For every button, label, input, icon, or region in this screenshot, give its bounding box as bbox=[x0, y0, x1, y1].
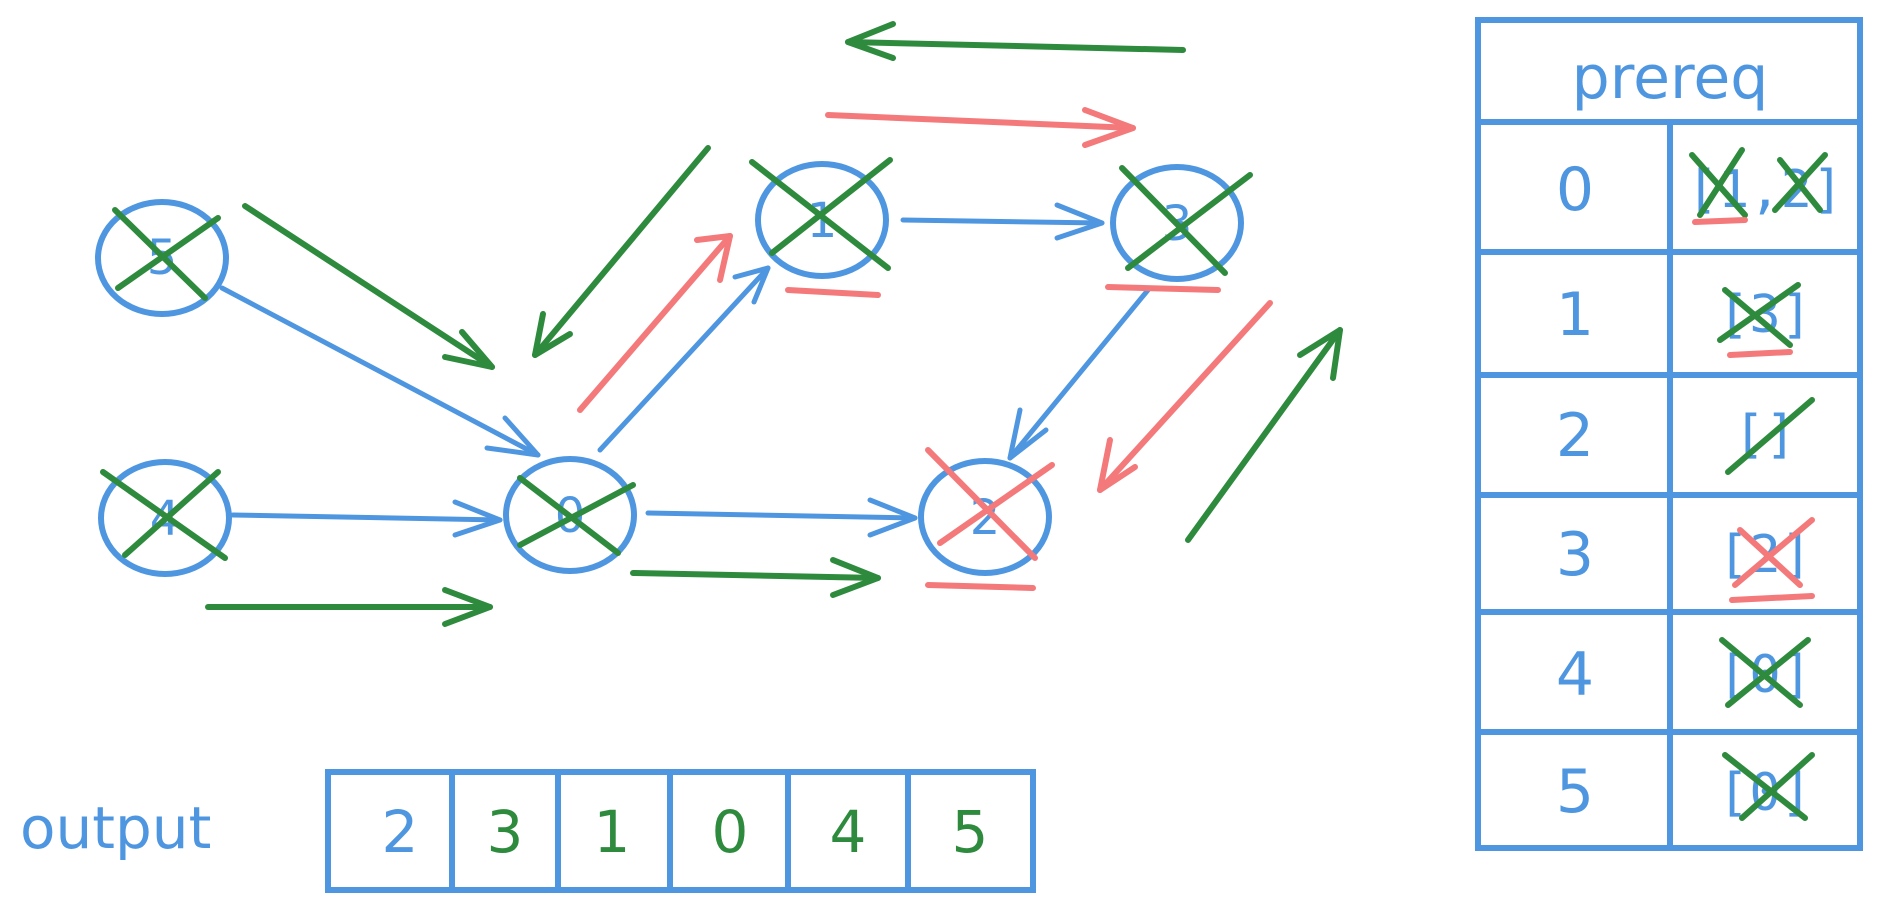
prereq-key: 5 bbox=[1556, 757, 1594, 827]
node-3: 3 bbox=[1105, 164, 1253, 293]
graph-nodes: 5 4 0 1 bbox=[95, 157, 1253, 591]
node-4: 4 bbox=[98, 459, 232, 577]
strike-row-0 bbox=[1689, 147, 1828, 218]
green-arrow-right-return bbox=[1185, 327, 1343, 543]
strike-row-5 bbox=[1722, 752, 1815, 821]
green-arrow-5-to-0 bbox=[242, 203, 495, 370]
underline-row-0 bbox=[1692, 217, 1748, 225]
output-label: output bbox=[20, 794, 211, 862]
output-cell-dividers bbox=[449, 772, 911, 890]
green-arrow-0-to-5-return bbox=[532, 145, 711, 358]
prereq-key: 1 bbox=[1556, 280, 1594, 350]
output-value: 0 bbox=[712, 798, 749, 866]
red-arrow-3-to-2 bbox=[1097, 300, 1273, 493]
green-arrow-4-to-0 bbox=[205, 587, 493, 627]
traversal-arrows-green bbox=[205, 21, 1343, 627]
prereq-key: 0 bbox=[1556, 155, 1594, 225]
strike-row-3 bbox=[1732, 517, 1815, 588]
red-arrow-top bbox=[825, 107, 1136, 148]
cross-mark bbox=[925, 447, 1055, 561]
edge-3-to-2 bbox=[1007, 287, 1151, 461]
edge-4-to-0 bbox=[230, 499, 503, 538]
underline-mark bbox=[925, 582, 1036, 591]
prereq-values: [1,2] [3] [] [2] [0] [0] bbox=[1687, 160, 1844, 823]
prereq-keys: 0 1 2 3 4 5 bbox=[1556, 155, 1594, 827]
output-value: 4 bbox=[830, 798, 867, 866]
prereq-title: prereq bbox=[1572, 43, 1769, 113]
strike-row-1 bbox=[1717, 282, 1801, 348]
prereq-key: 2 bbox=[1556, 401, 1594, 471]
underline-mark bbox=[1105, 284, 1221, 293]
prereq-row-lines bbox=[1478, 119, 1860, 848]
graph-edges bbox=[219, 202, 1151, 538]
underline-row-3 bbox=[1729, 593, 1815, 603]
edge-0-to-2 bbox=[645, 497, 918, 538]
cross-mark bbox=[112, 207, 221, 301]
underline-row-1 bbox=[1727, 349, 1793, 358]
cross-mark bbox=[749, 157, 893, 271]
output-array-frame bbox=[325, 769, 1036, 893]
edge-0-to-1 bbox=[597, 265, 771, 453]
traversal-arrows-red bbox=[577, 107, 1273, 493]
green-arrow-top-return bbox=[845, 21, 1186, 61]
red-arrow-0-to-1 bbox=[577, 233, 733, 413]
node-2: 2 bbox=[918, 447, 1055, 591]
cross-mark bbox=[100, 469, 228, 561]
output-array: output 2 3 1 0 4 5 bbox=[20, 769, 1036, 893]
edge-1-to-3 bbox=[900, 202, 1105, 241]
green-arrow-0-to-2 bbox=[630, 557, 881, 598]
strike-row-2 bbox=[1725, 397, 1815, 475]
underline-mark bbox=[785, 287, 881, 298]
node-5: 5 bbox=[95, 199, 229, 317]
cross-mark bbox=[1119, 165, 1253, 276]
cross-mark bbox=[517, 475, 636, 556]
node-1: 1 bbox=[749, 157, 893, 298]
prereq-strike-marks bbox=[1689, 147, 1828, 821]
prereq-key: 3 bbox=[1556, 520, 1594, 590]
node-0: 0 bbox=[503, 456, 637, 574]
prereq-key: 4 bbox=[1556, 640, 1594, 710]
edge-5-to-0 bbox=[219, 285, 541, 458]
output-value: 5 bbox=[952, 798, 989, 866]
output-value: 1 bbox=[594, 798, 631, 866]
output-value: 2 bbox=[382, 798, 419, 866]
output-value: 3 bbox=[487, 798, 524, 866]
output-values: 2 3 1 0 4 5 bbox=[382, 798, 989, 866]
strike-row-4 bbox=[1719, 637, 1811, 708]
prereq-table: prereq 0 1 2 3 4 5 [1,2] [3] [] [2] [0] … bbox=[1475, 17, 1863, 851]
